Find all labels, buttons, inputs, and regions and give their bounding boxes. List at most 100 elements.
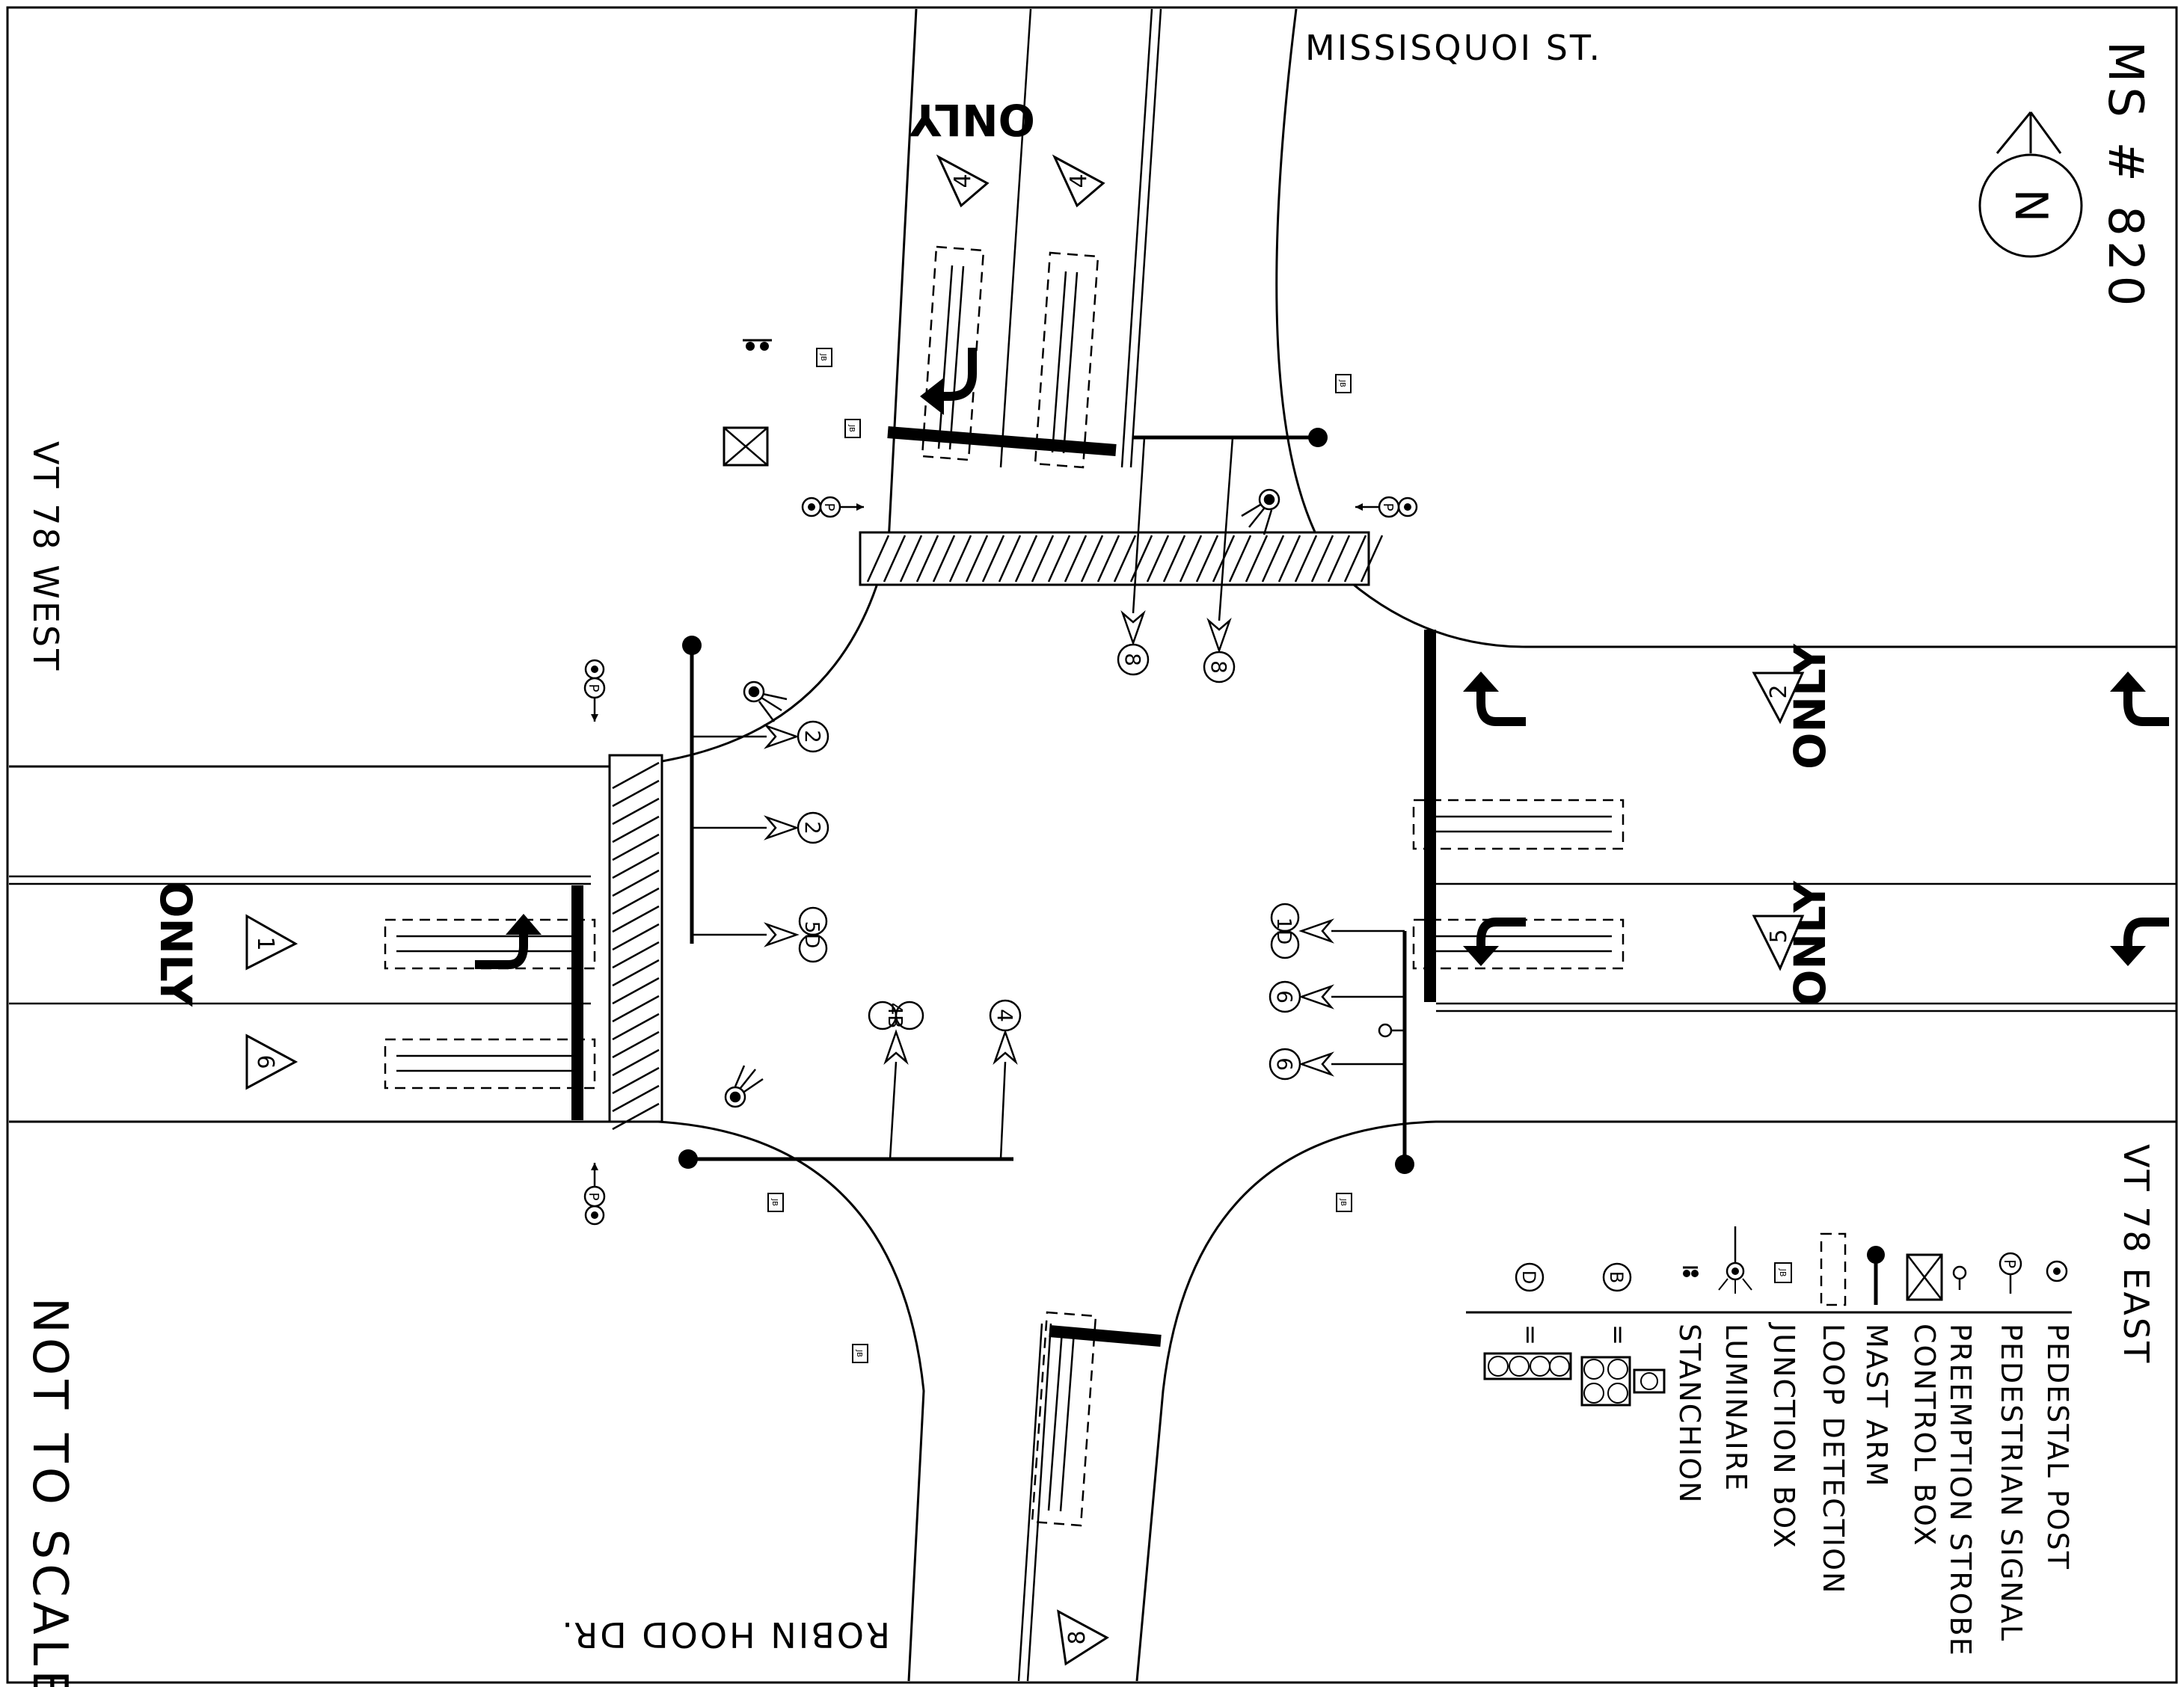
svg-text:P: P [586, 684, 601, 692]
signal-head-h8b: 8 [1203, 618, 1236, 683]
svg-text:JB: JB [770, 1198, 779, 1206]
only-marking-west: ONLY [150, 881, 201, 1007]
junction-box: JB [1336, 1193, 1352, 1212]
svg-text:2: 2 [800, 730, 825, 743]
street-label-missisquoi: MISSISQUOI ST. [1305, 28, 1602, 68]
phase-triangle: 8 [1057, 1609, 1109, 1666]
legend-item-label: JUNCTION BOX [1767, 1322, 1800, 1549]
signal-head-h4: 4 [989, 999, 1022, 1065]
signal-phase-label: 2 [797, 811, 829, 844]
pedestrian-signals: P P P P [583, 496, 1418, 1226]
street-label-robin-hood: ROBIN HOOD DR. [559, 1614, 890, 1655]
svg-text:6: 6 [252, 1054, 278, 1069]
luminaires [724, 488, 1280, 1108]
svg-text:4: 4 [993, 1009, 1017, 1022]
legend-item-label: PEDESTRIAN SIGNAL [1995, 1324, 2028, 1642]
svg-text:5D: 5D [800, 921, 823, 949]
crosswalk-west [608, 754, 663, 1131]
street-label-vt78-east: VT 78 EAST [2116, 1144, 2156, 1365]
signal-head-h1d: 1D [1270, 903, 1334, 959]
legend-item-label: PREEMPTION STROBE [1944, 1324, 1977, 1657]
svg-text:5: 5 [1766, 929, 1792, 943]
svg-text:6: 6 [1272, 1057, 1297, 1071]
phase-triangle: 5 [1752, 915, 1805, 971]
svg-text:JB: JB [1338, 379, 1346, 387]
svg-text:4: 4 [1066, 173, 1092, 188]
junction-box: JB [1335, 374, 1352, 393]
svg-text:6: 6 [1272, 990, 1297, 1004]
legend-item-label: STANCHION [1673, 1324, 1706, 1504]
signal-phase-label: 6 [1269, 980, 1301, 1013]
street-label-vt78-west: VT 78 WEST [25, 441, 66, 672]
signal-phase-label: 8 [1203, 651, 1236, 683]
svg-text:P: P [1380, 503, 1396, 511]
mast-arms [678, 428, 1414, 1174]
legend-item-label: LUMINAIRE [1720, 1324, 1752, 1492]
loop-detectors [384, 245, 1625, 1527]
junction-boxes: JB JB JB JB JB JB [767, 348, 1352, 1363]
legend-item-label: CONTROL BOX [1908, 1324, 1941, 1547]
svg-text:8: 8 [1120, 653, 1145, 666]
stop-bars [571, 426, 1436, 1347]
svg-text:JB: JB [819, 353, 827, 361]
svg-text:8: 8 [1064, 1630, 1091, 1644]
svg-text:2: 2 [800, 821, 825, 835]
svg-text:=: = [1515, 1324, 1545, 1346]
drawing-number: MS # 820 [2097, 41, 2153, 310]
only-marking-north: ONLY [909, 94, 1035, 145]
svg-text:JB: JB [855, 1349, 863, 1357]
signal-heads: 2 2 5D 1D 6 6 8 8 4B 4 [764, 610, 1334, 1081]
svg-text:4B: 4B [883, 1003, 906, 1028]
signal-head-h6b: 6 [1269, 1048, 1334, 1081]
signal-phase-label: 5D [798, 906, 828, 963]
only-marking-east-upper: ONLY [1785, 643, 1835, 769]
signal-phase-label: 6 [1269, 1048, 1301, 1081]
signal-phase-label: 8 [1117, 643, 1150, 676]
svg-text:P: P [2001, 1259, 2019, 1268]
svg-text:JB: JB [1778, 1268, 1788, 1277]
signal-phase-label: 1D [1270, 903, 1300, 959]
svg-text:JB: JB [1339, 1198, 1347, 1206]
signal-head-h2b: 2 [764, 811, 829, 844]
legend-item-label: LOOP DETECTION [1817, 1324, 1850, 1594]
svg-text:8: 8 [1206, 660, 1231, 674]
phase-triangle: 4 [936, 154, 990, 208]
svg-text:N: N [2004, 189, 2057, 223]
svg-text:B: B [1606, 1271, 1627, 1283]
junction-box: JB [844, 419, 861, 438]
pedestrian-signal: P [583, 659, 606, 722]
drawing-border [6, 6, 2178, 1684]
signal-head-h4b: 4B [868, 1001, 924, 1065]
signal-head-h8a: 8 [1117, 610, 1150, 676]
junction-box: JB [767, 1193, 784, 1212]
phase-triangle: 1 [245, 914, 298, 971]
legend-item-label: PEDESTAL POST [2041, 1324, 2074, 1570]
svg-text:2: 2 [1766, 684, 1792, 698]
signal-phase-label: 4 [989, 999, 1022, 1032]
pedestrian-signal: P [801, 496, 864, 518]
signal-phase-label: 2 [797, 720, 829, 753]
svg-text:P: P [821, 503, 837, 511]
road-edges [9, 8, 2177, 1682]
only-marking-east-lower: ONLY [1785, 880, 1835, 1007]
phase-triangle: 6 [245, 1033, 298, 1090]
junction-box: JB [816, 348, 832, 367]
legend: PEDESTAL POST PEDESTRIAN SIGNAL PREEMPTION… [1466, 1226, 2074, 1657]
not-to-scale-note: NOT TO SCALE [22, 1297, 77, 1687]
signal-head-h6a: 6 [1269, 980, 1334, 1013]
north-arrow: N [1978, 111, 2083, 258]
svg-text:4: 4 [950, 173, 976, 188]
pedestrian-signal: P [1355, 496, 1418, 518]
signal-head-h2a: 2 [764, 720, 829, 753]
svg-text:JB: JB [847, 424, 856, 432]
phase-triangle: 4 [1052, 154, 1105, 208]
signal-head-h5d: 5D [764, 906, 828, 963]
legend-item-label: MAST ARM [1860, 1324, 1893, 1487]
svg-text:=: = [1603, 1324, 1633, 1346]
svg-text:P: P [586, 1193, 601, 1201]
crosswalk-north [859, 531, 1384, 586]
pedestrian-signal: P [583, 1163, 606, 1226]
svg-text:1: 1 [252, 936, 278, 950]
lane-arrows [475, 348, 2169, 969]
